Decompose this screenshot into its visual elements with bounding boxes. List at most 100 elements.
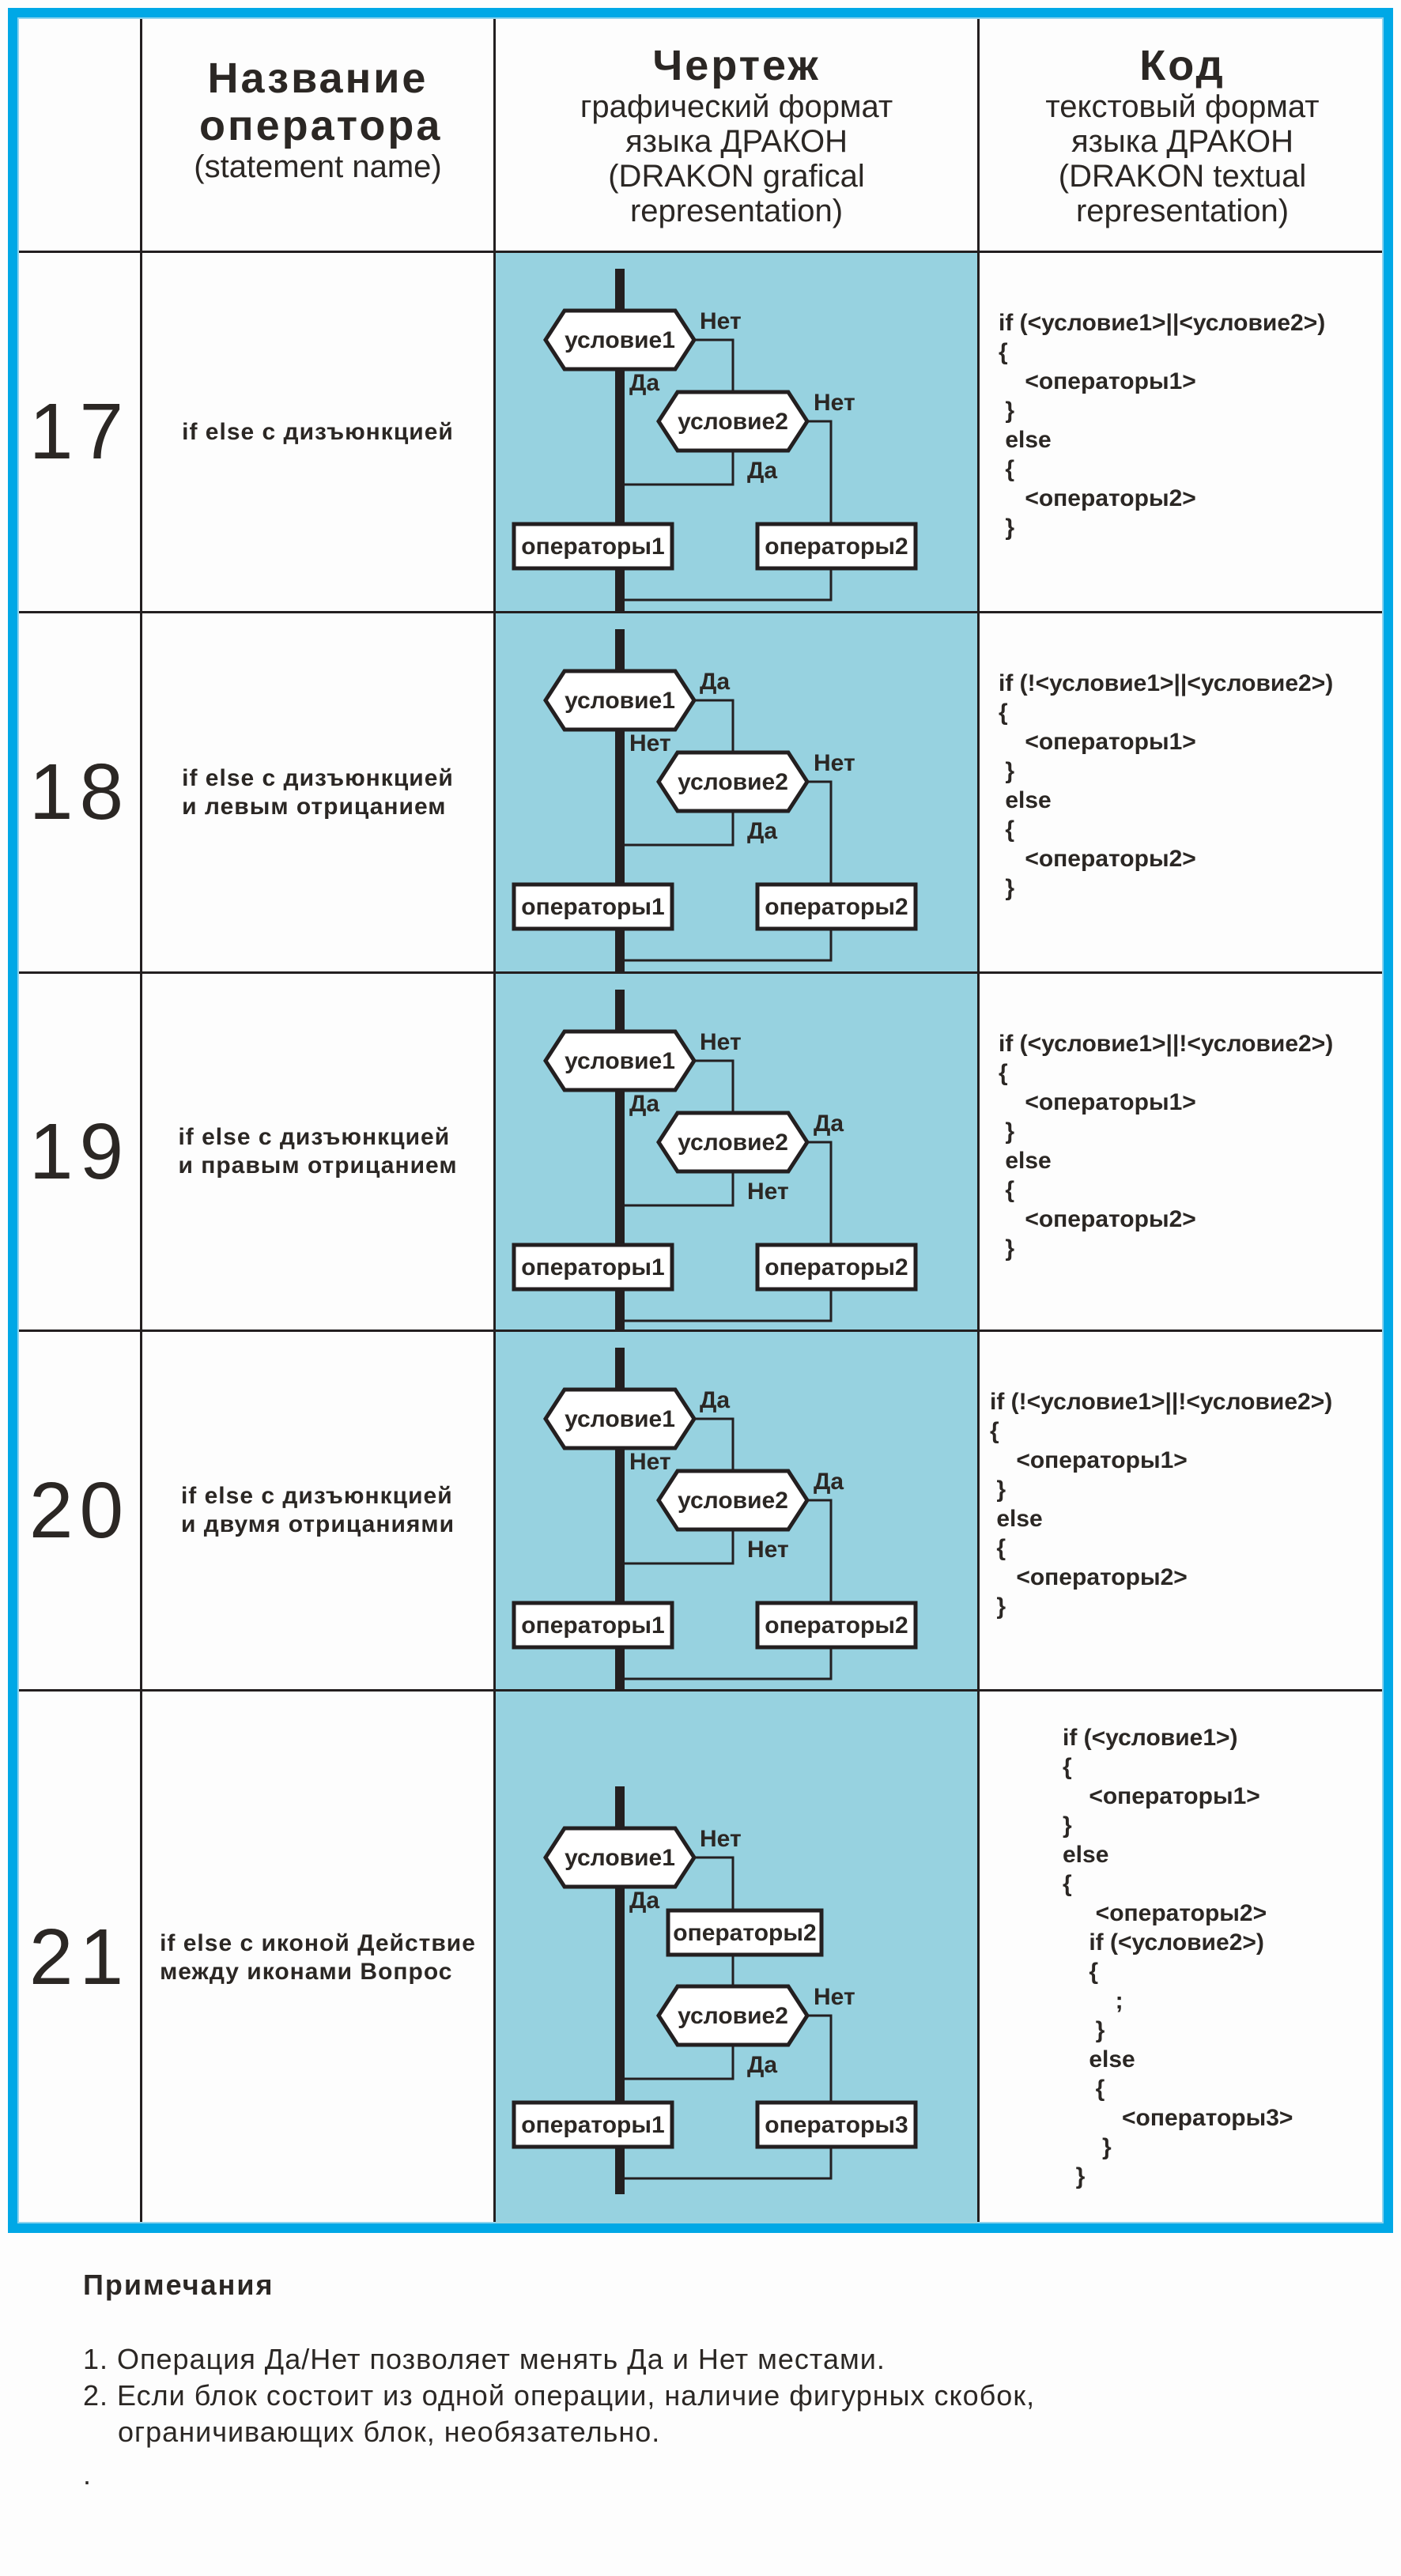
action-icon-left: операторы1 (512, 1601, 674, 1650)
statement-name-cell: if else с дизъюнкцией и правым отрицание… (142, 974, 493, 1329)
row-divider (19, 611, 1382, 613)
question-icon-shape (656, 1984, 810, 2047)
header-code-subtitle-3: (DRAKON textual (1058, 158, 1307, 194)
code-text: if (<условие1>) { <операторы1> } else { … (1063, 1725, 1293, 2189)
row-divider (19, 1689, 1382, 1692)
question-label: условие1 (565, 1406, 675, 1432)
note-trailing-dot: . (83, 2458, 92, 2491)
action-label: операторы2 (765, 534, 908, 560)
header-drawing: Чертеж графический формат языка ДРАКОН (… (496, 19, 977, 251)
merge-line (620, 451, 734, 486)
merge-line (620, 811, 734, 847)
header-drawing-subtitle-4: representation) (629, 193, 844, 228)
branch-label-cond1-right: Нет (700, 308, 742, 334)
merge-line (620, 568, 833, 602)
question-icon-condition2: условие2 (656, 1984, 810, 2047)
header-name-subtitle: (statement name) (194, 149, 442, 184)
question-label: условие1 (565, 688, 675, 714)
header-code-subtitle-2: языка ДРАКОН (1071, 123, 1294, 159)
branch-line (807, 780, 833, 884)
notes-section: Примечания 1. Операция Да/Нет позволяет … (83, 2269, 1035, 2491)
header-statement-name: Название оператора (statement name) (142, 19, 493, 251)
statement-name-cell: if else с дизъюнкцией и левым отрицанием (142, 613, 493, 971)
question-label: условие2 (678, 409, 788, 435)
question-icon-shape (656, 390, 810, 453)
action-icon-left: операторы1 (512, 1243, 674, 1292)
question-label: условие1 (565, 1048, 675, 1074)
action-icon-shape (512, 1601, 674, 1650)
column-divider (493, 19, 496, 2222)
column-divider (977, 19, 980, 2222)
question-icon-shape (543, 1029, 697, 1092)
branch-label-cond1-right: Да (700, 1387, 730, 1413)
question-icon-condition1: условие1 (543, 1387, 697, 1450)
branch-label-cond1-down: Нет (629, 1449, 671, 1475)
branch-label-cond2-down: Да (747, 818, 777, 844)
header-code: Код текстовый формат языка ДРАКОН (DRAKO… (980, 19, 1385, 251)
merge-line (620, 1529, 734, 1565)
code-cell: if (<условие1>||<условие2>) { <операторы… (980, 253, 1382, 611)
statement-name: if else с дизъюнкцией и правым отрицание… (178, 1124, 458, 1179)
question-icon-condition1: условие1 (543, 308, 697, 372)
action-label: операторы2 (673, 1920, 816, 1946)
drakon-diagram: условие1 условие2 операторы1 операторы2 Да Не… (512, 629, 918, 971)
question-icon-condition1: условие1 (543, 1029, 697, 1092)
question-label: условие2 (678, 769, 788, 795)
code-cell: if (!<условие1>||!<условие2>) { <операто… (980, 1332, 1382, 1689)
action-icon-shape (755, 522, 918, 571)
statements-table: Название оператора (statement name) Черт… (17, 17, 1384, 2223)
merge-line (620, 2045, 734, 2080)
action-icon-right: операторы2 (755, 882, 918, 931)
statement-number: 21 (28, 1913, 130, 2001)
code-text: if (<условие1>||!<условие2>) { <оператор… (999, 1031, 1334, 1262)
question-icon-condition2: условие2 (656, 390, 810, 453)
question-label: условие2 (678, 1130, 788, 1156)
action-label: операторы1 (521, 2112, 664, 2138)
branch-label-cond2-right: Нет (814, 750, 855, 776)
branch-label-cond2-down: Нет (747, 1537, 789, 1563)
header-drawing-title: Чертеж (652, 41, 821, 89)
branch-label-cond2-down: Да (747, 2052, 777, 2078)
code-text: if (<условие1>||<условие2>) { <операторы… (999, 310, 1326, 541)
statement-name-cell: if else с дизъюнкцией и двумя отрицаниям… (142, 1332, 493, 1689)
action-icon-middle: операторы2 (666, 1908, 824, 1957)
question-icon-shape (656, 1111, 810, 1174)
statement-name: if else с дизъюнкцией и левым отрицанием (182, 764, 454, 820)
question-icon-condition2: условие2 (656, 750, 810, 813)
merge-line (620, 1647, 833, 1680)
notes-title: Примечания (83, 2269, 274, 2301)
question-icon-condition1: условие1 (543, 1826, 697, 1889)
branch-line (694, 1417, 734, 1471)
branch-label-cond1-down: Да (629, 1888, 659, 1914)
header-name-title: Название оператора (199, 54, 443, 149)
branch-label-cond1-down: Да (629, 370, 659, 396)
code-cell: if (!<условие1>||<условие2>) { <оператор… (980, 613, 1382, 971)
action-icon-right: операторы2 (755, 522, 918, 571)
action-icon-right: операторы2 (755, 1601, 918, 1650)
header-code-title: Код (1139, 41, 1225, 89)
code-cell: if (<условие1>) { <операторы1> } else { … (980, 1692, 1382, 2223)
question-icon-condition1: условие1 (543, 669, 697, 732)
action-icon-shape (755, 1601, 918, 1650)
action-icon-shape (512, 522, 674, 571)
action-icon-right: операторы3 (755, 2100, 918, 2149)
action-label: операторы2 (765, 1254, 908, 1280)
action-label: операторы1 (521, 894, 664, 920)
action-label: операторы3 (765, 2112, 908, 2138)
branch-line (807, 420, 833, 524)
statement-number: 17 (28, 387, 130, 476)
header-code-subtitle-4: representation) (1075, 193, 1290, 228)
question-label: условие2 (678, 2003, 788, 2029)
code-text: if (!<условие1>||<условие2>) { <оператор… (999, 670, 1334, 901)
question-icon-shape (656, 750, 810, 813)
note-item: ограничивающих блок, необязательно. (83, 2416, 661, 2448)
action-label: операторы1 (521, 1612, 664, 1639)
